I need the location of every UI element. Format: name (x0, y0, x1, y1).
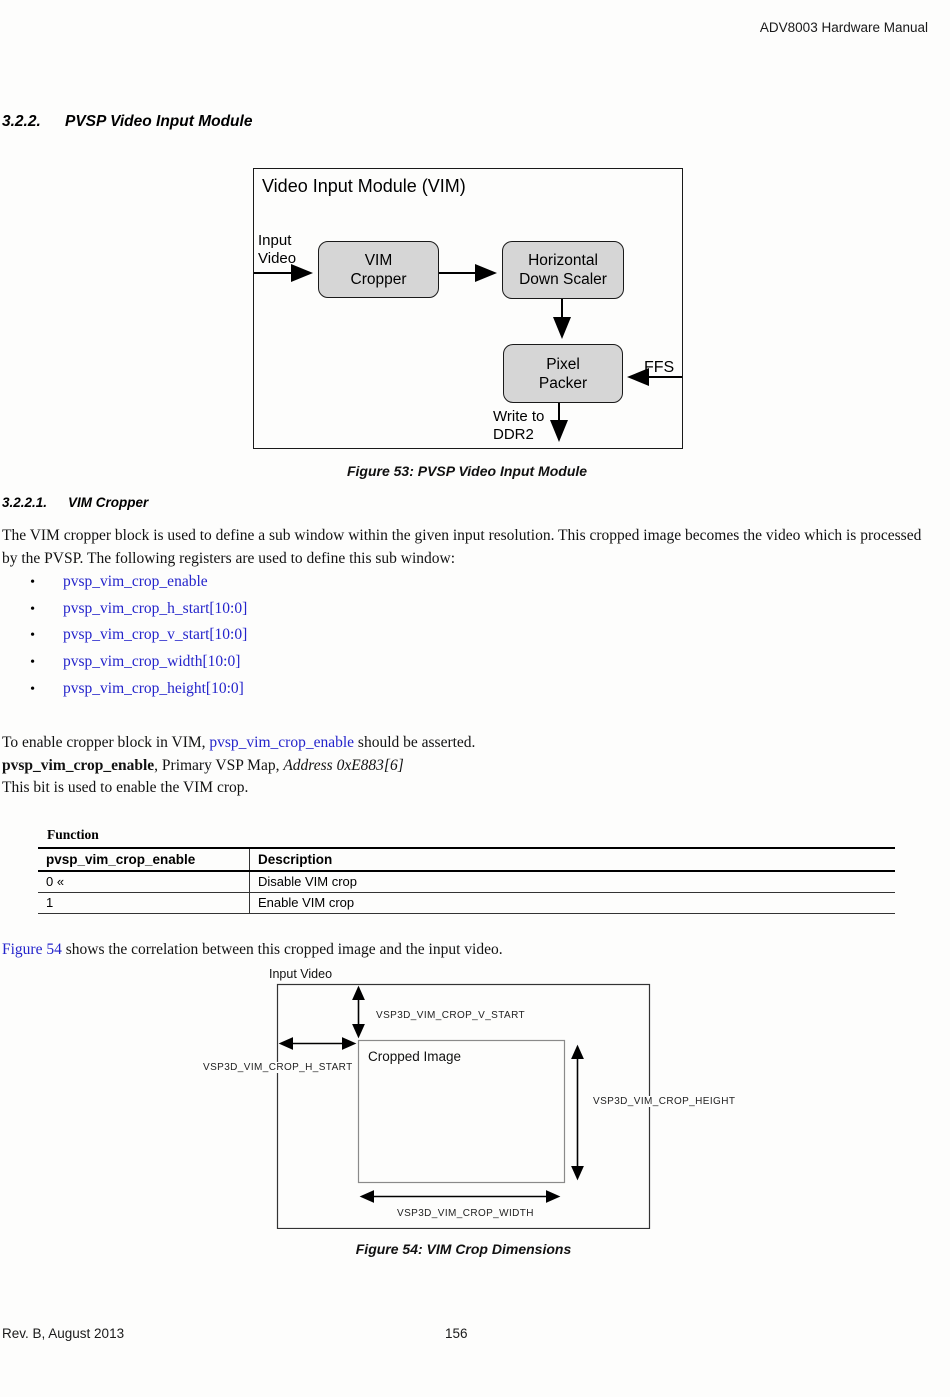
intro-paragraph: The VIM cropper block is used to define … (2, 527, 922, 567)
register-list: • pvsp_vim_crop_enable • pvsp_vim_crop_h… (0, 573, 950, 706)
figure-54-link[interactable]: Figure 54 (2, 940, 62, 958)
table-label: Function (47, 826, 99, 842)
input-video-label: Input Video (269, 967, 333, 982)
function-table: pvsp_vim_crop_enable Description 0 « Dis… (38, 846, 895, 914)
crop-height-label: VSP3D_VIM_CROP_HEIGHT (590, 1096, 739, 1108)
list-item: • pvsp_vim_crop_h_start[10:0] (0, 600, 950, 627)
figure54-intro: Figure 54 shows the correlation between … (2, 940, 503, 958)
figure-53-caption: Figure 53: PVSP Video Input Module (346, 463, 588, 479)
input-video-label: Input Video (258, 232, 297, 267)
register-link[interactable]: pvsp_vim_crop_width[10:0] (63, 653, 241, 671)
figure-53: Video Input Module (VIM) Input Video VIM… (0, 168, 950, 479)
col-header-description: Description (249, 847, 895, 872)
vim-cropper-block: VIM Cropper (318, 241, 439, 298)
page-number: 156 (445, 1326, 468, 1341)
horizontal-down-scaler-block: Horizontal Down Scaler (502, 241, 624, 299)
subsection-title: VIM Cropper (68, 495, 149, 510)
subsection-heading: 3.2.2.1. VIM Cropper (2, 494, 950, 511)
bullet-icon: • (30, 601, 35, 617)
page-footer: Rev. B, August 2013 156 (2, 1326, 948, 1341)
list-item: • pvsp_vim_crop_v_start[10:0] (0, 626, 950, 653)
figure-53-diagram: Video Input Module (VIM) Input Video VIM… (253, 168, 683, 449)
section-heading: 3.2.2. PVSP Video Input Module (2, 112, 950, 131)
enable-sentence: To enable cropper block in VIM, pvsp_vim… (2, 734, 476, 752)
table-row: 0 « Disable VIM crop (38, 870, 895, 893)
bullet-icon: • (30, 655, 35, 671)
section-title: PVSP Video Input Module (65, 113, 253, 130)
revision-text: Rev. B, August 2013 (2, 1326, 125, 1341)
figure-54-caption: Figure 54: VIM Crop Dimensions (355, 1241, 572, 1258)
col-header-enable: pvsp_vim_crop_enable (38, 847, 250, 872)
figure-53-arrows (254, 264, 682, 442)
list-item: • pvsp_vim_crop_width[10:0] (0, 653, 950, 680)
list-item: • pvsp_vim_crop_height[10:0] (0, 680, 950, 707)
register-heading: pvsp_vim_crop_enable, Primary VSP Map, A… (2, 756, 404, 774)
register-link[interactable]: pvsp_vim_crop_v_start[10:0] (63, 626, 248, 644)
subsection-number: 3.2.2.1. (2, 495, 48, 510)
cropped-image-label: Cropped Image (368, 1049, 462, 1065)
table-row: 1 Enable VIM crop (38, 892, 895, 914)
register-link[interactable]: pvsp_vim_crop_height[10:0] (63, 679, 244, 697)
list-item: • pvsp_vim_crop_enable (0, 573, 950, 600)
ffs-label: FFS (644, 359, 675, 376)
pixel-packer-block: Pixel Packer (503, 344, 623, 403)
section-number: 3.2.2. (2, 113, 41, 130)
crop-width-label: VSP3D_VIM_CROP_WIDTH (394, 1208, 537, 1220)
document-title: ADV8003 Hardware Manual (759, 20, 928, 35)
register-link[interactable]: pvsp_vim_crop_enable (63, 573, 208, 590)
table-header-row: pvsp_vim_crop_enable Description (38, 847, 895, 872)
figure-54-diagram: Input Video Cropped Image VSP3D_VIM_CROP… (200, 967, 750, 1230)
bullet-icon: • (30, 575, 35, 590)
write-to-ddr2-label: Write to DDR2 (493, 408, 545, 443)
bit-description: This bit is used to enable the VIM crop. (2, 779, 249, 797)
crop-h-start-label: VSP3D_VIM_CROP_H_START (200, 1062, 356, 1074)
bullet-icon: • (30, 628, 35, 644)
bullet-icon: • (30, 681, 35, 697)
crop-v-start-label: VSP3D_VIM_CROP_V_START (373, 1010, 529, 1022)
figure-53-title: Video Input Module (VIM) (262, 176, 466, 196)
crop-enable-link[interactable]: pvsp_vim_crop_enable (209, 734, 355, 752)
register-link[interactable]: pvsp_vim_crop_h_start[10:0] (63, 599, 248, 617)
